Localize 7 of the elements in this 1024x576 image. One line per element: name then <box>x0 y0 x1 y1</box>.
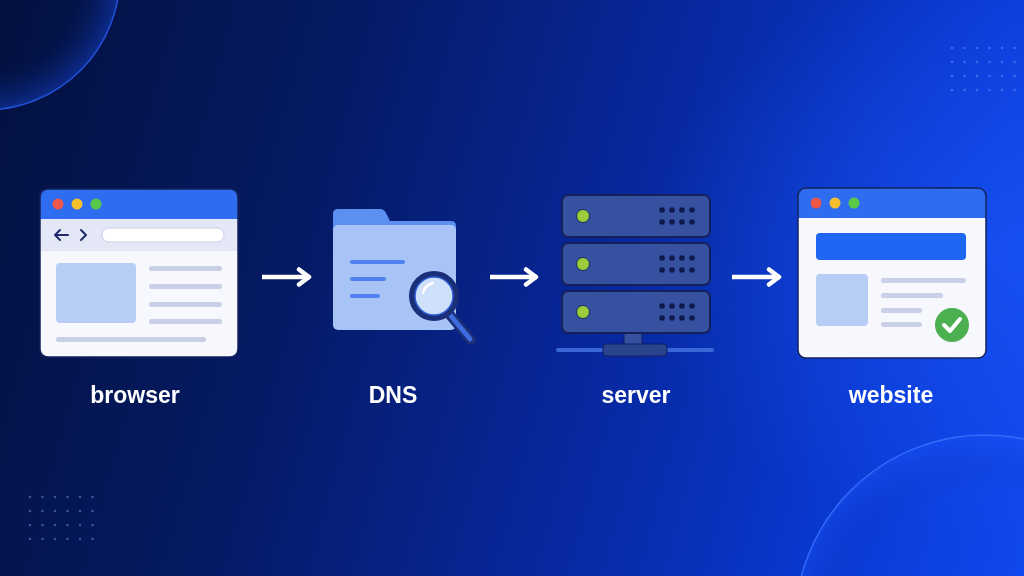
node-label: server <box>601 381 671 409</box>
node-label: website <box>848 381 934 409</box>
arrow <box>490 267 539 287</box>
node-label: browser <box>90 381 180 409</box>
arrow <box>732 267 782 287</box>
node-label: DNS <box>368 381 418 409</box>
arrow <box>262 267 312 287</box>
